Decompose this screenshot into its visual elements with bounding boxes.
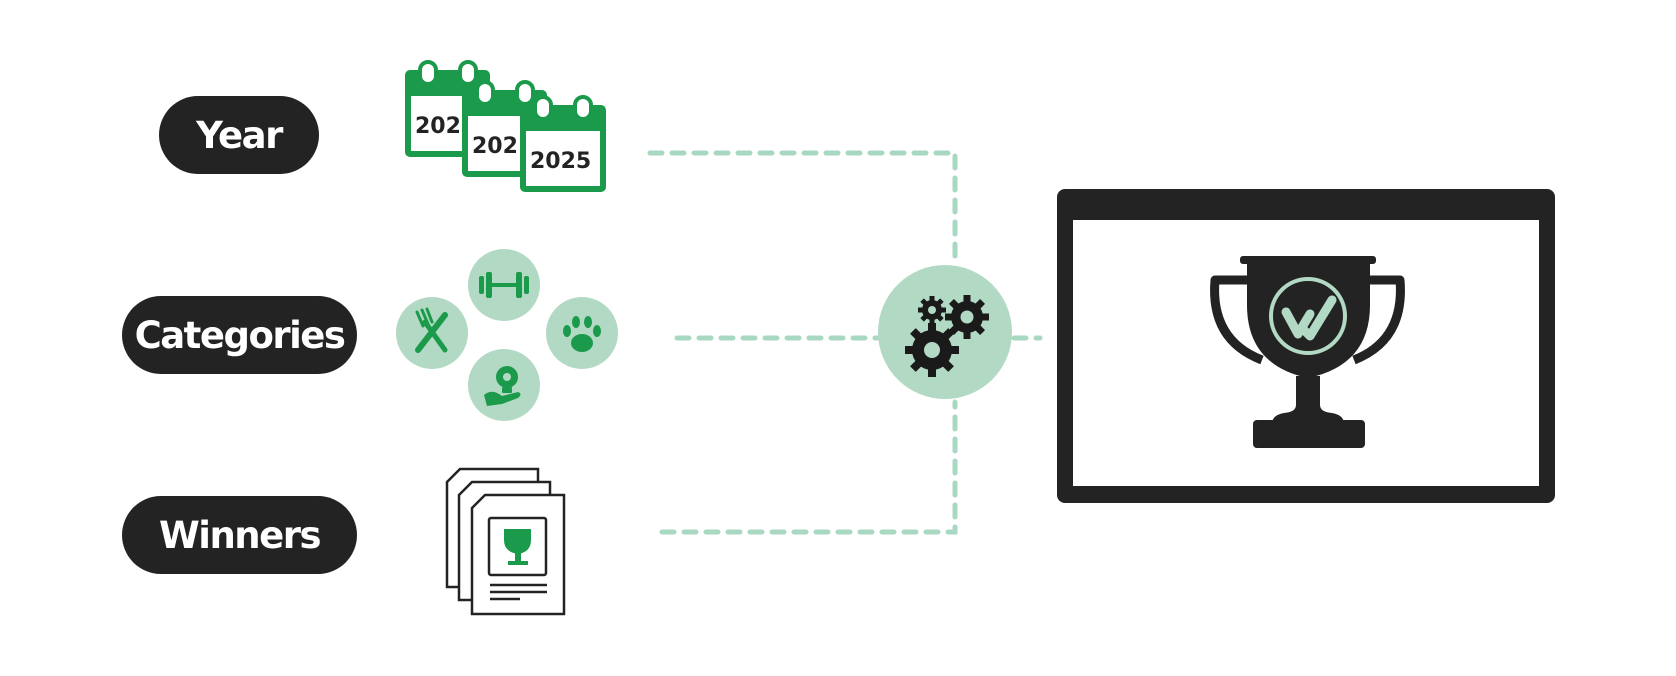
connector-lines <box>647 150 1043 535</box>
gears-processor-icon <box>878 265 1012 399</box>
hand-lightbulb-icon <box>468 349 540 421</box>
trophy-small-icon <box>504 529 531 565</box>
connector-winners <box>659 399 958 535</box>
calendar-year-text: 2025 <box>530 149 591 174</box>
categories-icon-group <box>396 249 618 421</box>
dumbbell-icon <box>468 249 540 321</box>
fork-knife-icon <box>396 297 468 369</box>
checkmark-logo-icon <box>1281 295 1337 341</box>
year-label: Year <box>159 96 319 174</box>
output-window <box>1057 189 1555 503</box>
calendar-year-text: 202 <box>415 114 461 139</box>
winners-label: Winners <box>122 496 357 574</box>
connector-year <box>647 150 958 265</box>
calendars-icon-group: 202 202 2025 <box>405 60 606 192</box>
calendar-year-text: 202 <box>472 134 518 159</box>
categories-label: Categories <box>122 296 357 374</box>
trophy-icon <box>1210 256 1405 448</box>
winners-documents-icon <box>445 467 566 616</box>
calendar-icon: 2025 <box>520 95 606 192</box>
paw-icon <box>546 297 618 369</box>
